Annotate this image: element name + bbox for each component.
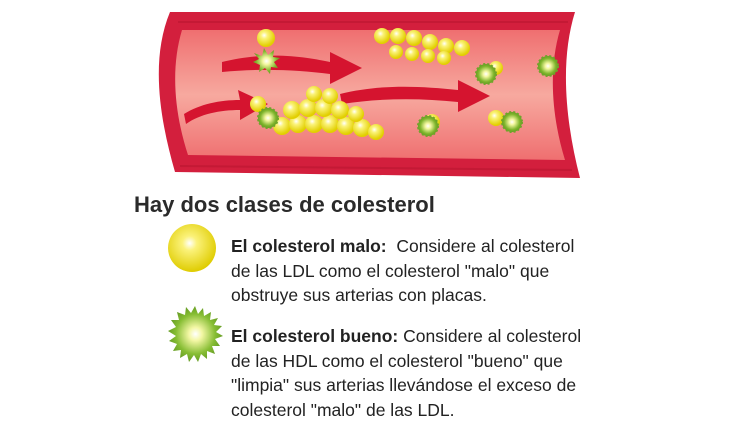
- ldl-plaque-cluster-upper: [374, 28, 470, 65]
- flow-arrow-middle: [340, 80, 490, 112]
- ldl-plaque-cluster-lower: [273, 86, 384, 140]
- section-heading: Hay dos clases de colesterol: [134, 192, 435, 217]
- ldl-particle: [257, 29, 275, 47]
- good-cholesterol-line3: "limpia" sus arterias llevándose el exce…: [231, 375, 577, 395]
- hdl-particle: [501, 111, 523, 133]
- bad-cholesterol-line2: de las LDL como el colesterol "malo" que: [231, 260, 550, 281]
- flow-arrow-left: [184, 90, 268, 124]
- hdl-particle: [253, 48, 280, 74]
- ldl-particle: [250, 96, 266, 112]
- bad-cholesterol-description: El colesterol malo: Considere al coleste…: [231, 234, 721, 308]
- ldl-yellow-particle-icon: [166, 222, 218, 279]
- artery-illustration: [158, 12, 581, 178]
- bad-cholesterol-line3: obstruye sus arterias con placas.: [231, 285, 487, 305]
- ldl-particle: [488, 110, 504, 126]
- bad-cholesterol-line1: Considere al colesterol: [386, 236, 575, 256]
- good-cholesterol-line1: Considere al colesterol: [398, 326, 582, 346]
- hdl-particle: [417, 115, 439, 137]
- hdl-particle: [475, 63, 497, 85]
- good-cholesterol-line4: colesterol "malo" de las LDL.: [231, 399, 455, 420]
- hdl-particle: [257, 107, 279, 129]
- good-cholesterol-line2: de las HDL como el colesterol "bueno" qu…: [231, 350, 563, 371]
- bad-cholesterol-title: El colesterol malo:: [231, 236, 387, 256]
- hdl-particle: [537, 55, 559, 77]
- good-cholesterol-description: El colesterol bueno: Considere al colest…: [231, 324, 721, 422]
- good-cholesterol-title: El colesterol bueno:: [231, 326, 399, 346]
- hdl-green-particle-icon: [166, 305, 224, 368]
